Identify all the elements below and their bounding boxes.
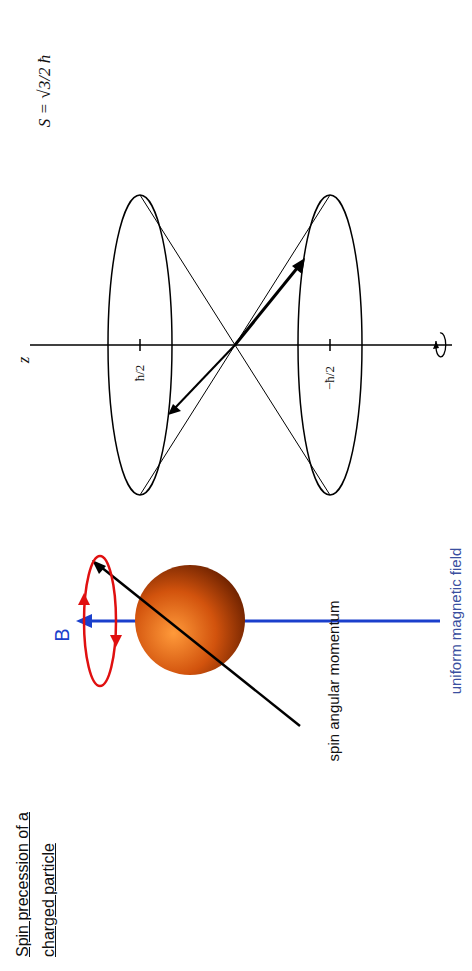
axis-tick xyxy=(139,339,141,351)
spin-vector xyxy=(174,345,235,409)
precession-arrowhead xyxy=(78,593,90,605)
level-label: −ħ/2 xyxy=(322,365,338,391)
part-label: spin angular momentum xyxy=(325,601,343,762)
magnitude-label: S = √3/2 ħ xyxy=(35,55,55,127)
spin-arrowhead xyxy=(292,258,305,274)
cone-side xyxy=(140,195,330,495)
cone-rim xyxy=(108,195,172,495)
rotation-arrowhead xyxy=(433,341,439,349)
spin-vector xyxy=(101,567,300,726)
cone-rim xyxy=(298,195,362,495)
precession-path xyxy=(84,556,116,686)
spin-vector xyxy=(235,267,298,345)
level-label: ħ/2 xyxy=(132,364,148,383)
field-label: B xyxy=(50,628,74,641)
z-axis xyxy=(30,344,452,346)
part-label: uniform magnetic field xyxy=(447,548,465,695)
precession-arrowhead xyxy=(110,635,122,647)
cone-side xyxy=(140,195,330,495)
title: Spin precession of a charged particle xyxy=(10,797,62,957)
particle-sphere xyxy=(135,565,245,675)
axis-tick xyxy=(329,339,331,351)
spin-arrowhead xyxy=(168,404,181,415)
axis-label: z xyxy=(14,357,34,364)
